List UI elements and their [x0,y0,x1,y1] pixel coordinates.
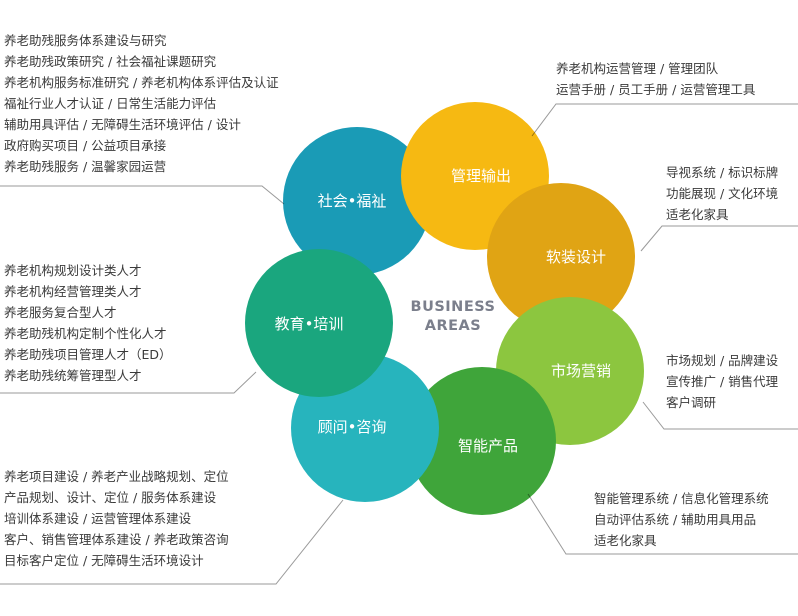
detail-line: 养老服务复合型人才 [4,305,117,320]
detail-line: 智能管理系统 / 信息化管理系统 [594,491,769,506]
detail-line: 养老机构规划设计类人才 [4,263,142,278]
circle-soft-design[interactable] [487,183,635,331]
label-marketing: 市场营销 [551,362,611,380]
detail-marketing: 市场规划 / 品牌建设 宣传推广 / 销售代理 客户调研 [666,350,778,413]
label-education-training: 教育•培训 [275,315,344,333]
detail-education-training: 养老机构规划设计类人才 养老机构经营管理类人才 养老服务复合型人才 养老助残机构… [4,260,172,386]
detail-line: 适老化家具 [594,533,657,548]
circle-smart-products[interactable] [408,367,556,515]
detail-line: 养老助残政策研究 / 社会福祉课题研究 [4,54,217,69]
detail-line: 导视系统 / 标识标牌 [666,165,779,180]
detail-line: 功能展现 / 文化环境 [666,186,779,201]
detail-line: 客户、销售管理体系建设 / 养老政策咨询 [4,532,229,547]
detail-line: 养老助残机构定制个性化人才 [4,326,167,341]
label-social-welfare: 社会•福祉 [318,192,387,210]
label-smart-products: 智能产品 [458,437,518,455]
detail-line: 宣传推广 / 销售代理 [666,374,779,389]
circle-education-training[interactable] [245,249,393,397]
label-consulting: 顾问•咨询 [318,418,387,436]
connector-education-training [0,371,257,394]
detail-line: 政府购买项目 / 公益项目承接 [4,138,167,153]
detail-line: 养老机构服务标准研究 / 养老机构体系评估及认证 [4,75,279,90]
label-management-output: 管理输出 [451,167,511,185]
circle-social-welfare[interactable] [283,127,431,275]
center-title-line1: BUSINESS [411,299,496,315]
detail-line: 市场规划 / 品牌建设 [666,353,779,368]
detail-management-output: 养老机构运营管理 / 管理团队 运营手册 / 员工手册 / 运营管理工具 [556,58,755,100]
detail-smart-products: 智能管理系统 / 信息化管理系统 自动评估系统 / 辅助用具用品 适老化家具 [594,488,769,551]
detail-line: 养老助残项目管理人才（ED） [4,347,172,362]
detail-line: 适老化家具 [666,207,729,222]
detail-line: 养老机构运营管理 / 管理团队 [556,61,719,76]
connector-social-welfare [0,185,285,205]
detail-line: 养老助残服务体系建设与研究 [4,33,167,48]
detail-line: 辅助用具评估 / 无障碍生活环境评估 / 设计 [4,117,241,132]
detail-line: 养老助残服务 / 温馨家园运营 [4,159,167,174]
connector-management-output [531,103,798,137]
detail-consulting: 养老项目建设 / 养老产业战略规划、定位 产品规划、设计、定位 / 服务体系建设… [4,466,229,571]
detail-social-welfare: 养老助残服务体系建设与研究 养老助残政策研究 / 社会福祉课题研究 养老机构服务… [4,30,279,177]
connector-smart-products [527,493,798,555]
detail-soft-design: 导视系统 / 标识标牌 功能展现 / 文化环境 适老化家具 [666,162,778,225]
detail-line: 养老助残统筹管理型人才 [4,368,142,383]
center-title-line2: AREAS [425,318,481,334]
connector-soft-design [640,225,798,252]
detail-line: 养老项目建设 / 养老产业战略规划、定位 [4,469,229,484]
detail-line: 自动评估系统 / 辅助用具用品 [594,512,757,527]
connector-marketing [642,401,798,430]
detail-line: 客户调研 [666,395,717,410]
detail-line: 运营手册 / 员工手册 / 运营管理工具 [556,82,756,97]
connector-consulting [0,499,344,585]
detail-line: 目标客户定位 / 无障碍生活环境设计 [4,553,204,568]
detail-line: 养老机构经营管理类人才 [4,284,142,299]
detail-line: 产品规划、设计、定位 / 服务体系建设 [4,490,217,505]
detail-line: 培训体系建设 / 运营管理体系建设 [4,511,192,526]
detail-line: 福祉行业人才认证 / 日常生活能力评估 [4,96,217,111]
label-soft-design: 软装设计 [546,248,606,266]
